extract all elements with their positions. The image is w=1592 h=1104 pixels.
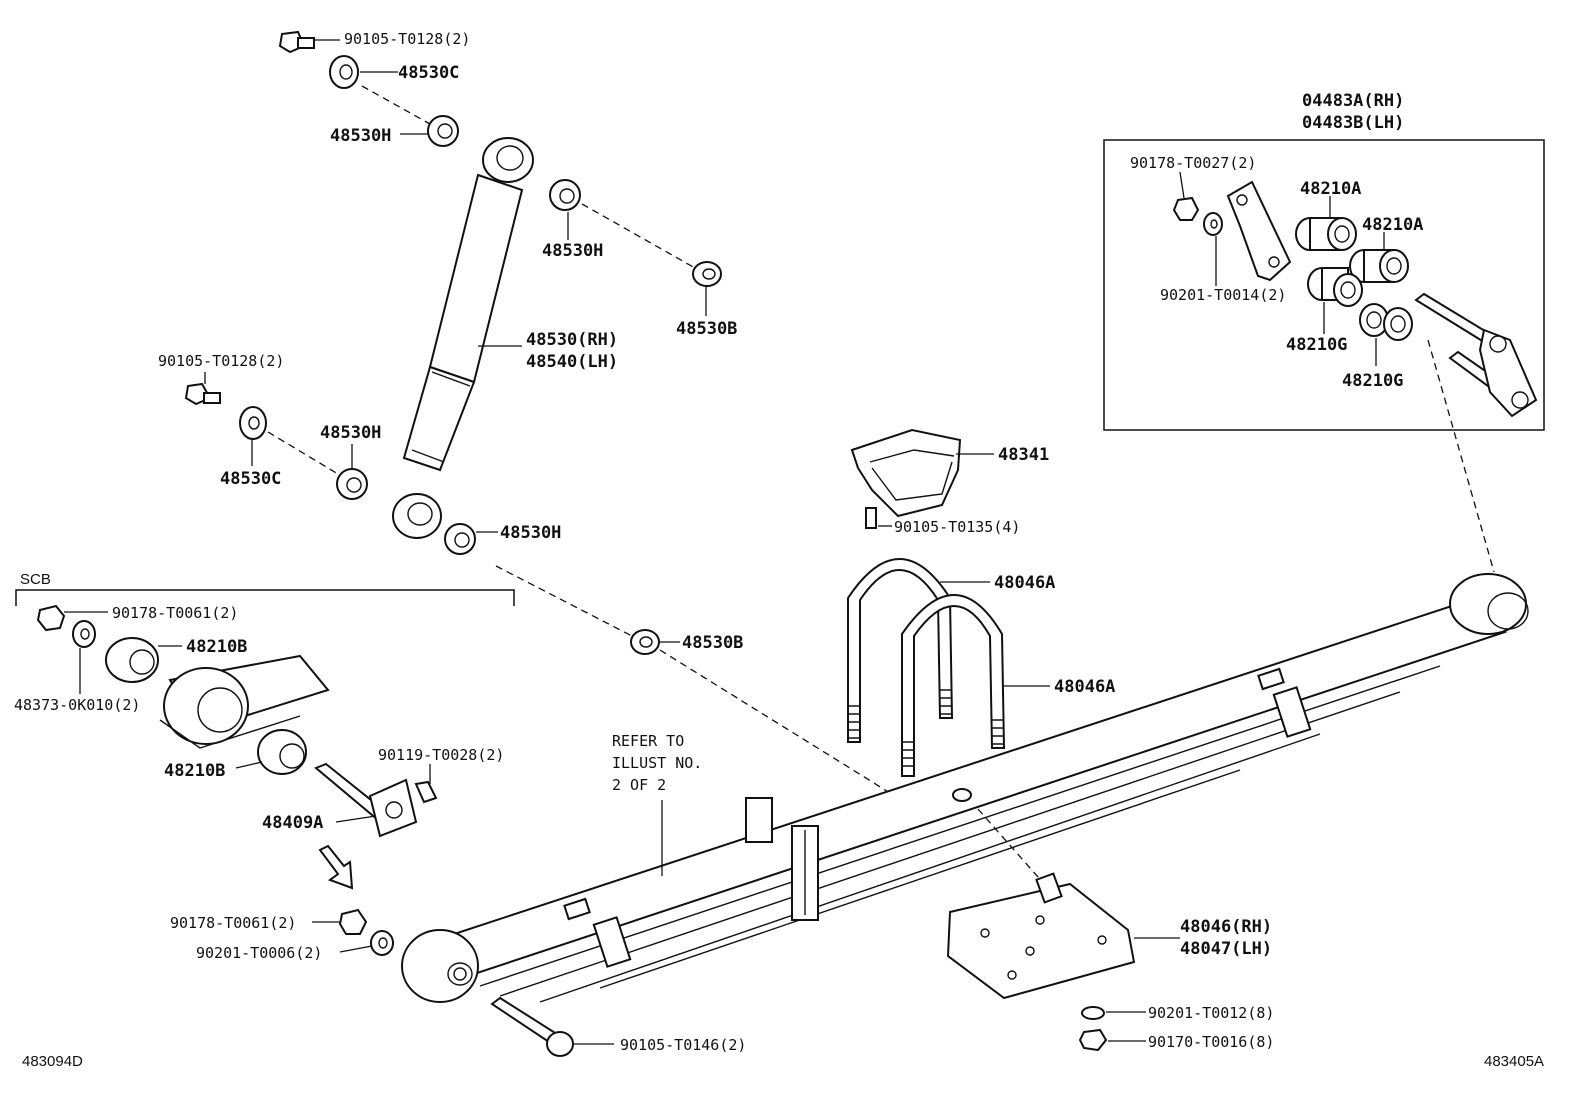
label-48210b-low: 48210B [164, 761, 225, 781]
label-48530h-mid: 48530H [542, 241, 603, 261]
front-hanger-area [15, 589, 515, 890]
label-48210a-1: 48210A [1300, 179, 1361, 199]
leaf-spring [401, 573, 1529, 1003]
label-48530c-left: 48530C [220, 469, 281, 489]
label-48530h-lower: 48530H [500, 523, 561, 543]
label-48530b-top: 48530B [676, 319, 737, 339]
shackle-kit [1103, 139, 1545, 431]
spring-seat-plate [946, 872, 1136, 1000]
label-48530c-top: 48530C [398, 63, 459, 83]
part-labels: 90105-T0128(2) 48530C 48530H 48530H 4853… [14, 30, 1544, 1070]
label-04483b-lh: 04483B(LH) [1302, 113, 1404, 133]
label-90201-t0012: 90201-T0012(8) [1148, 1004, 1274, 1022]
label-48530h-left: 48530H [320, 423, 381, 443]
label-refer-3: 2 OF 2 [612, 776, 666, 794]
label-90170-t0016: 90170-T0016(8) [1148, 1033, 1274, 1051]
bump-stopper [850, 428, 962, 529]
label-scb: SCB [20, 571, 51, 588]
label-90105-t0135: 90105-T0135(4) [894, 518, 1020, 536]
shock-bottom-hardware [184, 382, 660, 655]
label-90119-t0028: 90119-T0028(2) [378, 746, 504, 764]
label-90201-t0014: 90201-T0014(2) [1160, 286, 1286, 304]
label-04483a-rh: 04483A(RH) [1302, 91, 1404, 111]
label-48210a-2: 48210A [1362, 215, 1423, 235]
label-48046-rh: 48046(RH) [1180, 917, 1272, 937]
label-ref-left: 483094D [22, 1053, 83, 1070]
label-48530h-top: 48530H [330, 126, 391, 146]
label-90105-t0128-top: 90105-T0128(2) [344, 30, 470, 48]
label-48047-lh: 48047(LH) [1180, 939, 1272, 959]
label-48530b-lower: 48530B [682, 633, 743, 653]
label-90178-t0027: 90178-T0027(2) [1130, 154, 1256, 172]
label-48409a: 48409A [262, 813, 323, 833]
label-90178-t0061-top: 90178-T0061(2) [112, 604, 238, 622]
label-90105-t0128-left: 90105-T0128(2) [158, 352, 284, 370]
label-48530-rh: 48530(RH) [526, 330, 618, 350]
u-bolts [847, 558, 1006, 777]
label-90178-t0061-low: 90178-T0061(2) [170, 914, 296, 932]
label-48341: 48341 [998, 445, 1049, 465]
label-48046a-2: 48046A [1054, 677, 1115, 697]
label-48210b-top: 48210B [186, 637, 247, 657]
leader-lines [64, 39, 1385, 1045]
label-refer-1: REFER TO [612, 732, 684, 750]
label-90201-t0006: 90201-T0006(2) [196, 944, 322, 962]
shock-top-hardware [278, 30, 722, 287]
label-ref-right: 483405A [1484, 1053, 1544, 1070]
label-48373-0k010: 48373-0K010(2) [14, 696, 140, 714]
front-nuts-low [338, 908, 394, 956]
seat-hardware [490, 996, 1108, 1057]
label-48540-lh: 48540(LH) [526, 352, 618, 372]
label-48210g-2: 48210G [1342, 371, 1403, 391]
label-48046a-1: 48046A [994, 573, 1055, 593]
shock-absorber [392, 137, 534, 539]
label-refer-2: ILLUST NO. [612, 754, 702, 772]
label-48210g-1: 48210G [1286, 335, 1347, 355]
label-90105-t0146: 90105-T0146(2) [620, 1036, 746, 1054]
dashed-connectors [267, 85, 1495, 886]
